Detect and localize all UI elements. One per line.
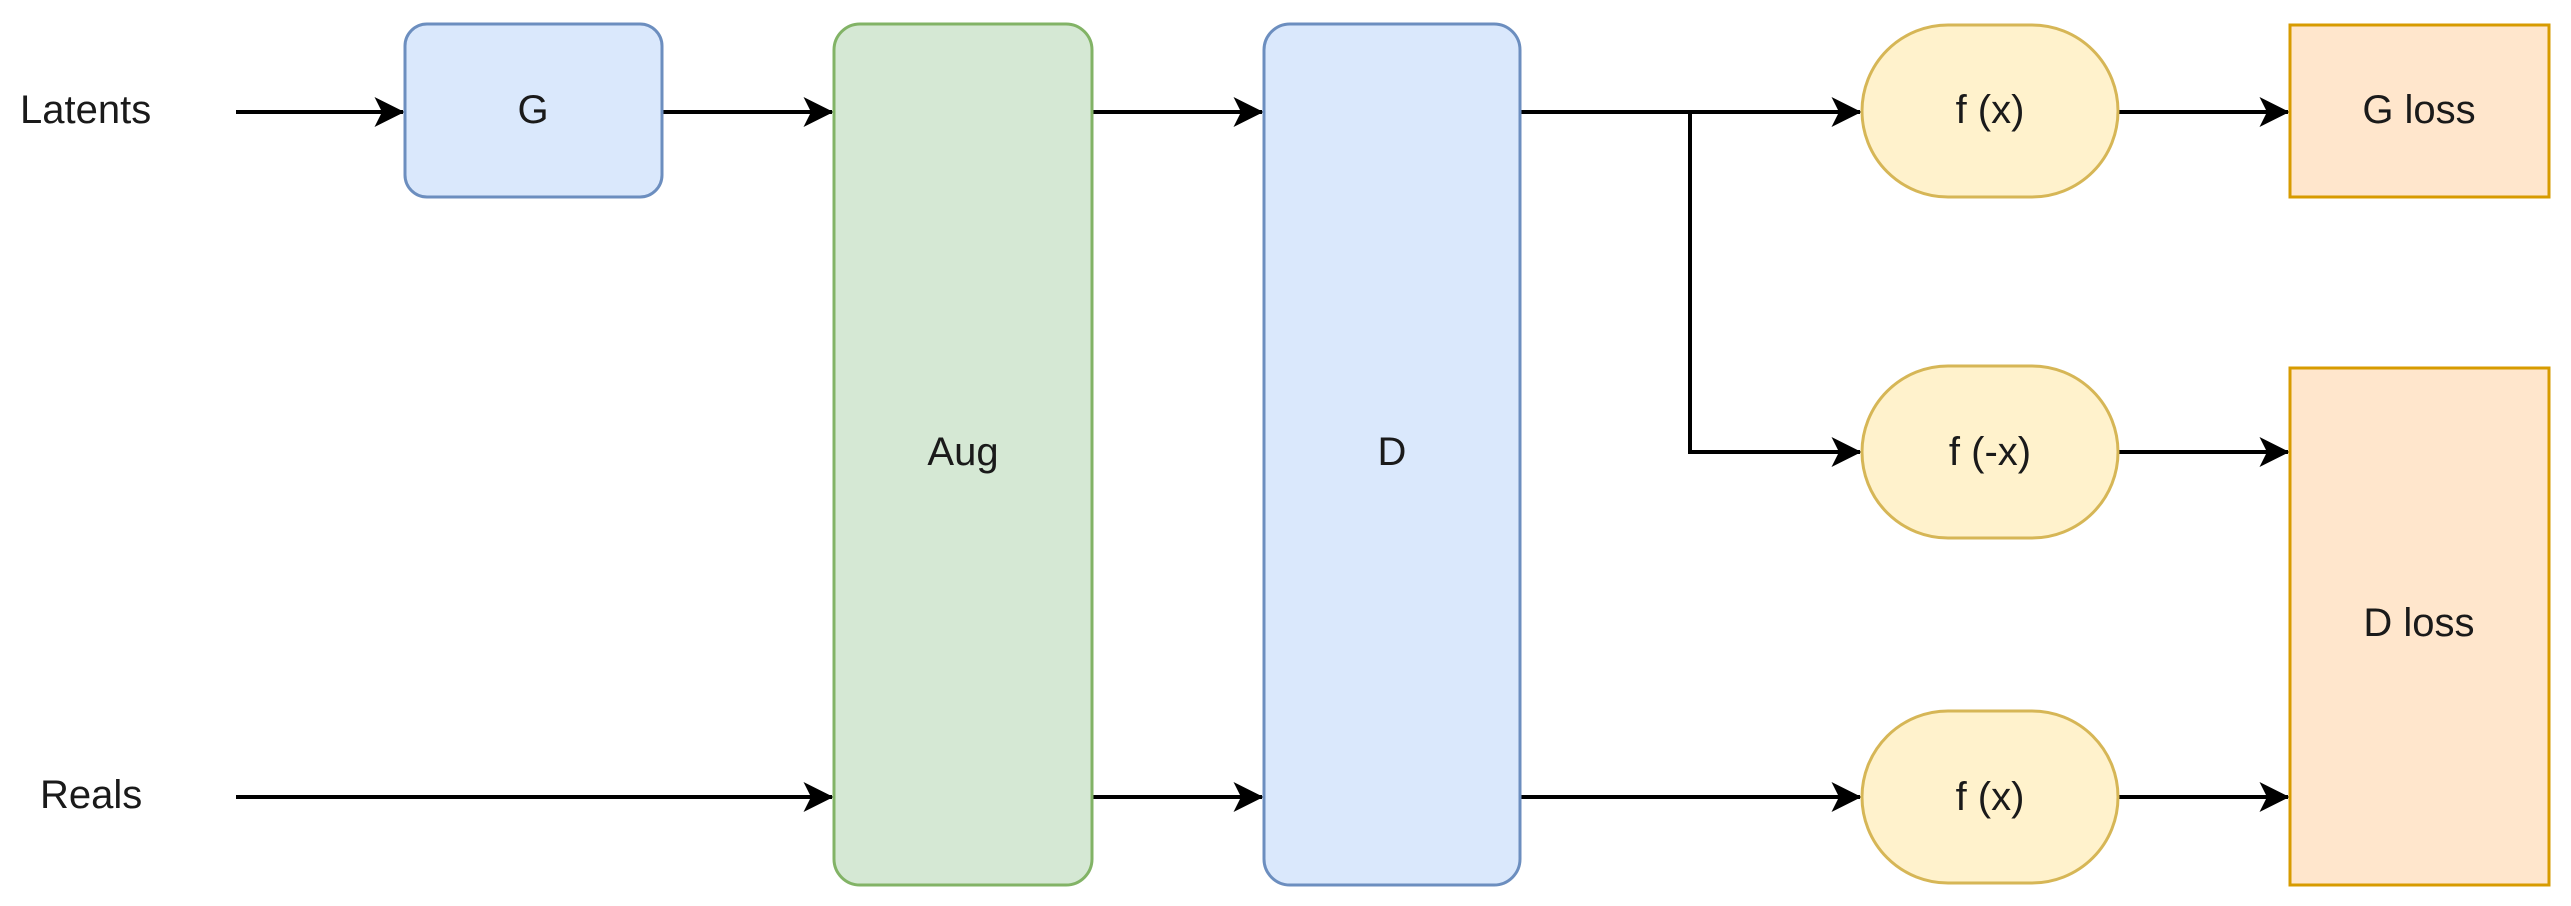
discriminator-box — [1262, 22, 1522, 887]
generator-box — [403, 22, 664, 199]
g-loss-label: G loss — [2362, 88, 2475, 132]
f-neg-box — [1860, 364, 2120, 540]
discriminator-node: D — [1262, 22, 1522, 887]
d-loss-label: D loss — [2363, 601, 2474, 645]
f-top-node: f (x) — [1860, 23, 2120, 199]
reals-label: Reals — [40, 773, 142, 817]
generator-node: G — [403, 22, 664, 199]
f-top-label: f (x) — [1956, 88, 2025, 132]
d-loss-node: D loss — [2288, 366, 2551, 887]
d-loss-box — [2288, 366, 2551, 887]
arrow-branch-to-fneg — [1688, 112, 1862, 467]
g-loss-box — [2288, 23, 2551, 199]
f-bottom-label: f (x) — [1956, 775, 2025, 819]
augment-box — [832, 22, 1094, 887]
g-loss-node: G loss — [2288, 23, 2551, 199]
augment-label: Aug — [927, 430, 998, 474]
f-bottom-node: f (x) — [1860, 709, 2120, 885]
generator-label: G — [517, 88, 548, 132]
augment-node: Aug — [832, 22, 1094, 887]
f-neg-node: f (-x) — [1860, 364, 2120, 540]
f-bottom-box — [1860, 709, 2120, 885]
f-neg-label: f (-x) — [1949, 430, 2031, 474]
connectors — [236, 97, 2290, 812]
discriminator-label: D — [1378, 430, 1407, 474]
f-top-box — [1860, 23, 2120, 199]
latents-label: Latents — [20, 88, 151, 132]
